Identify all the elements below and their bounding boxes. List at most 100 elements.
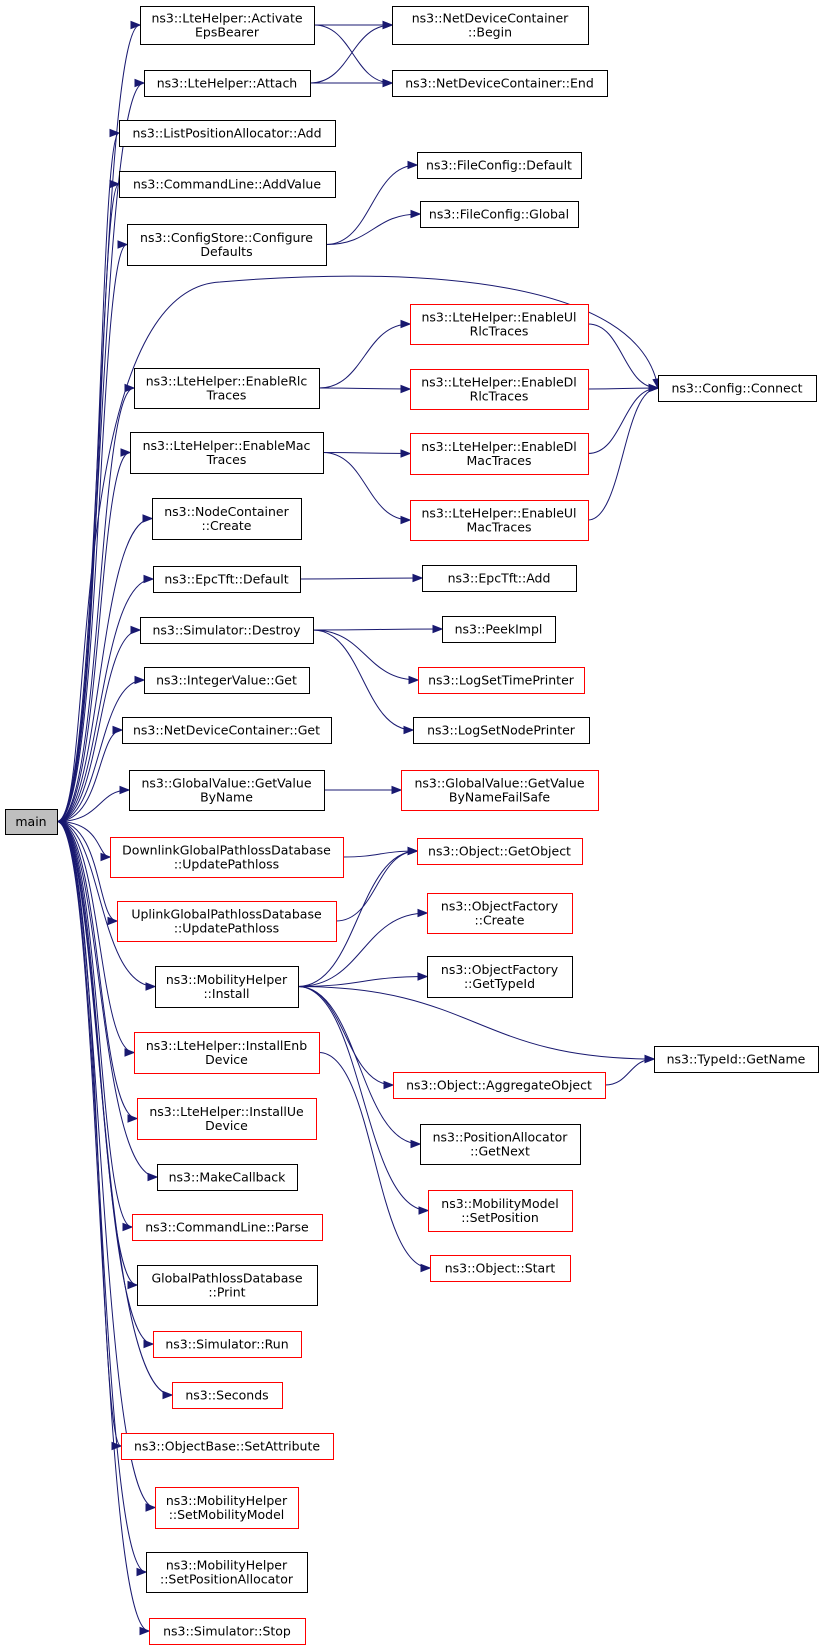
node-addvalue[interactable]: ns3::CommandLine::AddValue xyxy=(119,171,336,198)
node-ul_upd[interactable]: UplinkGlobalPathlossDatabase::UpdatePath… xyxy=(117,901,337,942)
arrowhead-main-to-int_get xyxy=(134,675,146,685)
node-label: ::Create xyxy=(475,913,525,928)
arrowhead-mob_install-to-mm_setpos xyxy=(418,1206,430,1215)
node-nc_create[interactable]: ns3::NodeContainer::Create xyxy=(152,498,302,540)
node-box xyxy=(127,224,327,266)
node-label: ns3::CommandLine::AddValue xyxy=(133,177,321,192)
arrowhead-main-to-activate xyxy=(130,20,142,30)
node-mh_setpos[interactable]: ns3::MobilityHelper::SetPositionAllocato… xyxy=(146,1552,308,1593)
node-cl_parse[interactable]: ns3::CommandLine::Parse xyxy=(132,1214,323,1241)
node-ndc_get[interactable]: ns3::NetDeviceContainer::Get xyxy=(122,717,332,744)
arrowhead-mob_install-to-of_create xyxy=(417,908,429,918)
node-mob_install[interactable]: ns3::MobilityHelper::Install xyxy=(155,966,299,1008)
node-label: ns3::ConfigStore::Configure xyxy=(140,230,313,245)
node-seconds[interactable]: ns3::Seconds xyxy=(172,1382,283,1409)
node-int_get[interactable]: ns3::IntegerValue::Get xyxy=(144,667,310,694)
node-box xyxy=(420,201,579,228)
node-obj_aggregate[interactable]: ns3::Object::AggregateObject xyxy=(393,1072,606,1099)
arrowhead-main-to-dl_upd xyxy=(100,852,112,862)
node-box xyxy=(144,70,311,97)
node-label: ::SetMobilityModel xyxy=(169,1507,285,1522)
node-label: MacTraces xyxy=(467,453,532,468)
arrowhead-main-to-attach xyxy=(134,78,146,88)
node-fc_global[interactable]: ns3::FileConfig::Global xyxy=(420,201,579,228)
node-peekimpl[interactable]: ns3::PeekImpl xyxy=(442,616,556,643)
node-of_create[interactable]: ns3::ObjectFactory::Create xyxy=(427,893,573,934)
edge-cfgdefaults-to-fc_default xyxy=(325,164,418,245)
edge-main-to-cfgdefaults xyxy=(56,244,128,822)
node-tft_add[interactable]: ns3::EpcTft::Add xyxy=(422,565,577,592)
node-mm_setpos[interactable]: ns3::MobilityModel::SetPosition xyxy=(428,1190,573,1232)
node-box xyxy=(140,617,314,644)
node-fc_default[interactable]: ns3::FileConfig::Default xyxy=(417,152,582,179)
node-logtime[interactable]: ns3::LogSetTimePrinter xyxy=(418,667,585,694)
node-label: ns3::TypeId::GetName xyxy=(667,1052,806,1067)
node-obj_start[interactable]: ns3::Object::Start xyxy=(430,1255,571,1282)
node-dl_upd[interactable]: DownlinkGlobalPathlossDatabase::UpdatePa… xyxy=(110,837,344,878)
node-gpd_print[interactable]: GlobalPathlossDatabase::Print xyxy=(137,1265,318,1306)
node-pa_getnext[interactable]: ns3::PositionAllocator::GetNext xyxy=(420,1124,581,1165)
edge-tft_default-to-tft_add xyxy=(299,577,423,580)
node-label: ns3::Object::AggregateObject xyxy=(406,1078,592,1093)
node-box xyxy=(410,500,589,541)
node-box xyxy=(410,304,589,345)
node-of_gettypeid[interactable]: ns3::ObjectFactory::GetTypeId xyxy=(427,956,573,998)
arrowhead-main-to-mh_setmodel xyxy=(145,1503,157,1512)
node-label: EpsBearer xyxy=(195,25,260,40)
arrowhead-inst_enb-to-obj_start xyxy=(420,1263,432,1273)
node-label: MacTraces xyxy=(467,520,532,535)
node-label: RlcTraces xyxy=(470,324,529,339)
node-lognode[interactable]: ns3::LogSetNodePrinter xyxy=(413,717,590,744)
node-obj_getobj[interactable]: ns3::Object::GetObject xyxy=(417,838,583,865)
node-label: ns3::ObjectFactory xyxy=(441,962,559,977)
node-label: ns3::Object::GetObject xyxy=(428,844,571,859)
node-box xyxy=(153,1331,302,1358)
node-label: ::Create xyxy=(202,518,252,533)
node-ndc_end[interactable]: ns3::NetDeviceContainer::End xyxy=(392,70,608,97)
node-label: ns3::NetDeviceContainer xyxy=(412,11,569,26)
arrowhead-en_ul_mac-to-cfg_connect xyxy=(648,383,660,393)
node-attach[interactable]: ns3::LteHelper::Attach xyxy=(144,70,311,97)
node-makecb[interactable]: ns3::MakeCallback xyxy=(157,1164,298,1191)
node-sim_stop[interactable]: ns3::Simulator::Stop xyxy=(149,1618,306,1645)
node-cfg_connect[interactable]: ns3::Config::Connect xyxy=(658,375,817,402)
node-label: ns3::EpcTft::Add xyxy=(448,571,551,586)
arrowhead-main-to-mob_install xyxy=(145,982,157,991)
node-tft_default[interactable]: ns3::EpcTft::Default xyxy=(153,566,301,593)
node-label: ns3::FileConfig::Default xyxy=(426,158,572,173)
edge-main-to-mh_setpos xyxy=(56,821,147,1573)
arrowhead-main-to-cl_parse xyxy=(122,1222,134,1232)
node-mh_setmodel[interactable]: ns3::MobilityHelper::SetMobilityModel xyxy=(155,1487,299,1529)
edge-main-to-lpa_add xyxy=(56,132,120,822)
node-typeid_getname[interactable]: ns3::TypeId::GetName xyxy=(654,1046,819,1073)
node-sim_run[interactable]: ns3::Simulator::Run xyxy=(153,1331,302,1358)
edge-dl_upd-to-obj_getobj xyxy=(342,850,418,858)
arrowhead-gv_getbyname-to-gv_failsafe xyxy=(391,785,403,795)
edge-main-to-mh_setmodel xyxy=(56,821,156,1508)
node-sim_destroy[interactable]: ns3::Simulator::Destroy xyxy=(140,617,314,644)
edge-attach-to-ndc_begin xyxy=(309,24,393,84)
edge-sim_destroy-to-lognode xyxy=(312,629,414,731)
node-label: ns3::EpcTft::Default xyxy=(164,572,288,587)
edge-obj_aggregate-to-typeid_getname xyxy=(604,1058,655,1086)
edge-main-to-inst_enb xyxy=(56,821,135,1053)
node-lpa_add[interactable]: ns3::ListPositionAllocator::Add xyxy=(119,120,336,147)
node-ob_setattr[interactable]: ns3::ObjectBase::SetAttribute xyxy=(121,1433,334,1460)
node-box xyxy=(137,1265,318,1306)
node-ndc_begin[interactable]: ns3::NetDeviceContainer::Begin xyxy=(392,6,589,45)
node-label: ns3::LteHelper::EnableMac xyxy=(143,438,311,453)
edge-mob_install-to-mm_setpos xyxy=(297,986,429,1211)
node-label: ns3::LteHelper::EnableDl xyxy=(421,439,577,454)
